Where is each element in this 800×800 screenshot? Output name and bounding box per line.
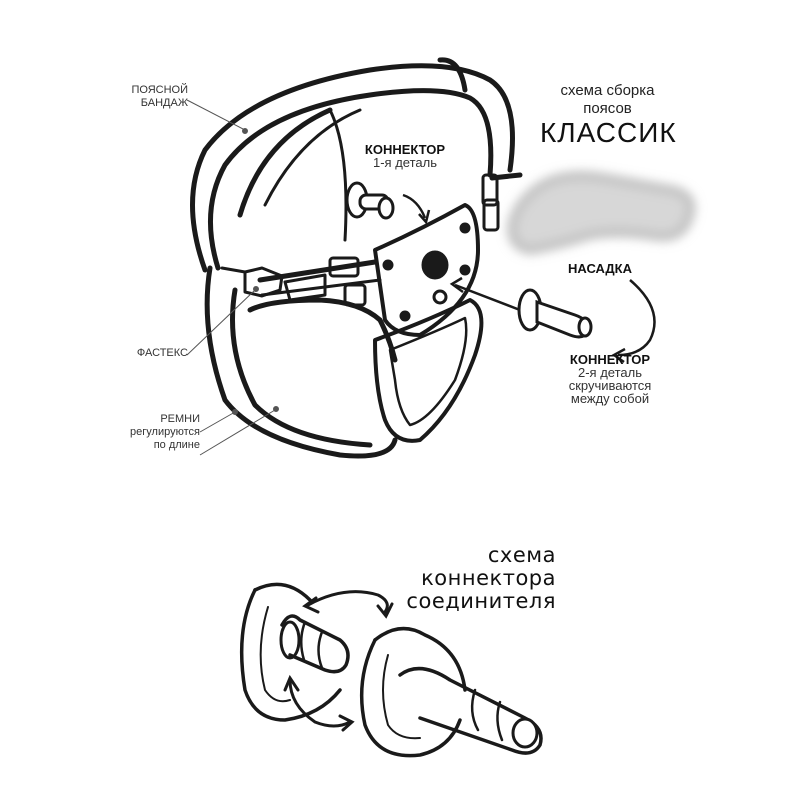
connector2-sub-line2: скручиваются [568,378,652,393]
top-title-line1: схема сборка [560,82,655,99]
left-disk [239,588,342,722]
buckle-shape [243,266,284,298]
connector1-title: КОННЕКТОР [364,142,446,157]
straps-line1: РЕМНИ [160,413,200,425]
leg-strap-outer [204,265,398,459]
waist-bandage-line2: БАНДАЖ [140,97,188,109]
connector-part2-illustration [517,288,593,339]
connector1-sub: 1-я деталь [373,155,437,170]
connector2-sub-line3: между собой [570,391,650,406]
connector2-sub-line1: 2-я деталь [578,365,642,380]
assembly-arrows [402,193,656,364]
straps-line2: регулируются [130,426,200,438]
bottom-title-line1: схема [487,543,556,567]
waist-band-inner [208,88,494,271]
buckle-label: ФАСТЕКС [136,347,188,359]
waist-bandage-line1: ПОЯСНОЙ [131,84,188,96]
front-plate [373,203,480,337]
straps-line3: по длине [153,439,200,451]
bottom-connector-illustration [239,582,543,758]
lower-pouch [373,298,484,443]
bottom-title-line3: соединителя [406,589,556,613]
attachment-blurred-image [506,170,696,256]
rotation-arrows [283,590,394,732]
leg-strap-inner [230,287,373,448]
attachment-label: НАСАДКА [568,261,632,276]
connector1-label: КОННЕКТОР 1-я деталь [340,143,470,169]
waist-band-outer [190,63,515,273]
connector2-label: КОННЕКТОР 2-я деталь скручиваются между … [545,353,675,405]
connector2-title: КОННЕКТОР [569,352,651,367]
leader-lines [186,99,279,456]
bottom-title-line2: коннектора [421,566,556,590]
waist-bandage-label: ПОЯСНОЙ БАНДАЖ [110,84,188,110]
top-title-line2: поясов [583,100,632,117]
straps-label: РЕМНИ регулируются по длине [100,413,200,452]
harness-illustration [190,57,523,459]
right-disk [359,638,462,758]
top-title-line3: КЛАССИК [540,117,677,148]
connector-part1-illustration [345,181,395,220]
